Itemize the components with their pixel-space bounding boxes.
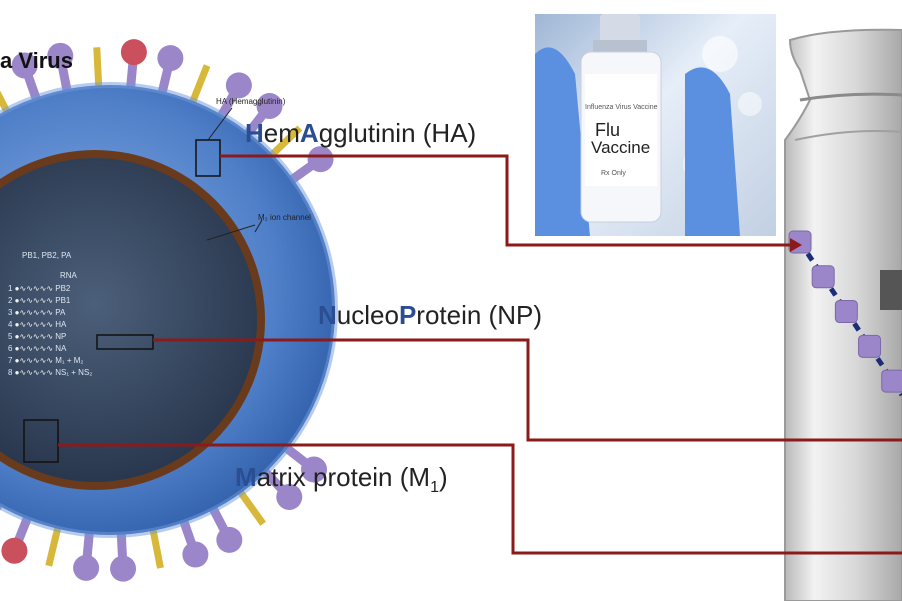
ha-bold1: H — [245, 118, 264, 148]
m1-callout-box — [23, 419, 59, 463]
rna-wave-icon: ●∿∿∿∿∿ — [12, 356, 56, 365]
spike-head — [157, 45, 184, 72]
ha-callout-text: HA (Hemagglutinin) — [216, 97, 286, 106]
rna-segment-number: 8 — [8, 368, 13, 377]
rna-segment-name: NP — [55, 332, 67, 341]
spike-head — [216, 526, 243, 553]
rna-segment-name: HA — [55, 320, 67, 329]
spike-head — [256, 92, 283, 119]
spike-head — [47, 42, 74, 69]
rna-wave-icon: ●∿∿∿∿∿ — [12, 332, 56, 341]
vaccine-label-line2: Vaccine — [591, 138, 651, 157]
vaccine-label-line1: Flu — [595, 120, 621, 140]
rna-wave-icon: ●∿∿∿∿∿ — [12, 296, 56, 305]
np-part2: rotein (NP) — [416, 300, 542, 330]
rna-wave-icon: ●∿∿∿∿∿ — [12, 368, 56, 377]
rna-segment-row: 8 ●∿∿∿∿∿ NS₁ + NS₂ — [8, 368, 138, 379]
ha-arrow — [220, 154, 790, 247]
rna-segment-name: PB1 — [55, 296, 71, 305]
rna-segment-name: NS₁ + NS₂ — [55, 368, 93, 377]
rna-segment-row: 7 ●∿∿∿∿∿ M₁ + M₂ — [8, 356, 138, 367]
rna-segment-row: 4 ●∿∿∿∿∿ HA — [8, 320, 138, 331]
peptide-chain — [788, 230, 902, 397]
spike-head — [225, 72, 252, 99]
vaccine-photo: Influenza Virus Vaccine Flu Vaccine Rx O… — [535, 14, 776, 236]
spike-head — [120, 39, 147, 66]
rna-segment-number: 7 — [8, 356, 13, 365]
m1-sub: 1 — [430, 479, 439, 497]
rna-segment-number: 2 — [8, 296, 13, 305]
m1-label: Matrix protein (M1) — [235, 462, 448, 497]
rna-wave-icon: ●∿∿∿∿∿ — [12, 320, 56, 329]
np-arrow — [153, 338, 902, 442]
spike-head — [276, 483, 303, 510]
spike-head — [307, 146, 334, 173]
rna-segment-name: M₁ + M₂ — [55, 356, 84, 365]
rna-segment-number: 5 — [8, 332, 13, 341]
rna-segment-row: 1 ●∿∿∿∿∿ PB2 — [8, 284, 138, 295]
vaccine-rx: Rx Only — [601, 170, 626, 177]
ha-label: HemAgglutinin (HA) — [245, 118, 476, 149]
peptide-bead — [834, 300, 858, 324]
m1-arrow — [58, 443, 902, 555]
connector-arrows — [58, 154, 902, 555]
ha-part1: em — [263, 118, 300, 148]
np-part1: ucleo — [336, 300, 399, 330]
spike-head — [11, 52, 38, 79]
rna-segment-name: PB2 — [55, 284, 71, 293]
rna-segment-number: 1 — [8, 284, 13, 293]
spike-head — [73, 554, 100, 581]
ha-bold2: A — [299, 118, 319, 148]
m1-bold1: M — [235, 462, 257, 492]
peptide-bead — [858, 334, 882, 358]
peptide-bead — [881, 369, 902, 393]
rna-segment-number: 3 — [8, 308, 13, 317]
rna-segment-row: 6 ●∿∿∿∿∿ NA — [8, 344, 138, 355]
rna-wave-icon: ●∿∿∿∿∿ — [12, 308, 56, 317]
np-label: NucleoProtein (NP) — [318, 300, 542, 331]
rna-segment-row: 2 ●∿∿∿∿∿ PB1 — [8, 296, 138, 307]
m2-callout-text: M₂ ion channel — [258, 213, 311, 222]
vaccine-small-text: Influenza Virus Vaccine — [585, 104, 658, 111]
rna-segment-name: PA — [55, 308, 66, 317]
m1-part2: ) — [438, 462, 448, 492]
rna-text: RNA — [60, 271, 77, 280]
np-bold1: N — [318, 300, 337, 330]
polymerase-text: PB1, PB2, PA — [22, 251, 72, 260]
virus-particle — [0, 39, 338, 582]
spike-head — [301, 456, 328, 483]
ha-part2: gglutinin (HA) — [318, 118, 477, 148]
rna-segment-row: 3 ●∿∿∿∿∿ PA — [8, 308, 138, 319]
peptide-bead — [811, 265, 835, 289]
spike-head — [182, 541, 209, 568]
spike-head — [1, 537, 28, 564]
rna-segment-number: 6 — [8, 344, 13, 353]
page-title: a Virus — [0, 48, 73, 73]
np-bold2: P — [398, 300, 417, 330]
spike-head — [110, 555, 137, 582]
rna-wave-icon: ●∿∿∿∿∿ — [12, 284, 56, 293]
rna-segment-row: 5 ●∿∿∿∿∿ NP — [8, 332, 138, 343]
rna-segment-name: NA — [55, 344, 67, 353]
vaccine-photo-art — [535, 14, 762, 236]
m1-part1: atrix protein (M — [256, 462, 431, 492]
rna-segment-number: 4 — [8, 320, 13, 329]
rna-wave-icon: ●∿∿∿∿∿ — [12, 344, 56, 353]
np-callout-box — [96, 334, 154, 350]
